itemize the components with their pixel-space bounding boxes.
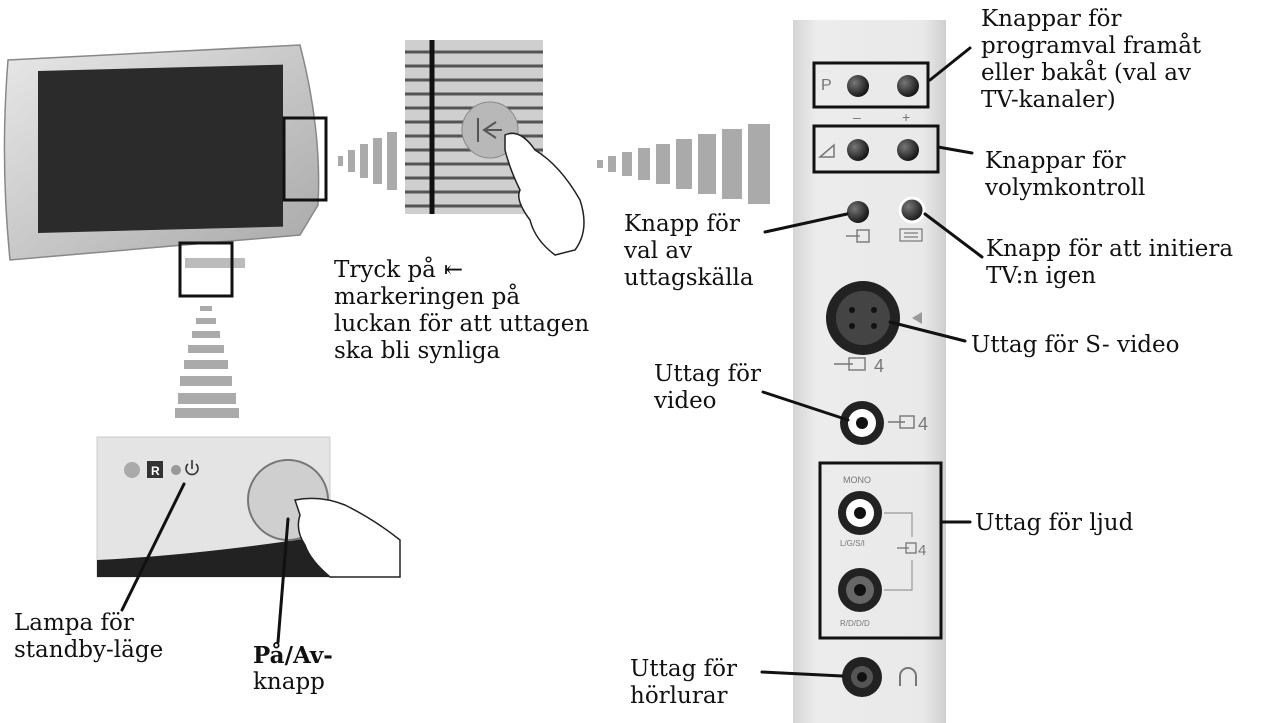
power-closeup: R — [96, 436, 401, 578]
svideo-input-number: 4 — [874, 356, 884, 376]
connector-panel: P – + 4 — [793, 20, 946, 723]
zoom-ray-door — [338, 132, 397, 190]
label-volume-buttons: Knappar för volymkontroll — [985, 148, 1146, 201]
svg-text:R: R — [151, 464, 160, 478]
volume-up-button[interactable] — [897, 139, 919, 161]
audio-input-icon — [897, 542, 917, 554]
minus-mark: – — [853, 109, 861, 125]
tv-front-button-highlight — [178, 241, 234, 298]
leader-lines — [120, 46, 984, 678]
headphones-icon — [899, 667, 917, 686]
tv-screen — [38, 64, 283, 234]
program-down-button[interactable] — [847, 75, 869, 97]
label-headphone-jack: Uttag för hörlurar — [630, 656, 737, 709]
label-audio-jacks: Uttag för ljud — [975, 510, 1134, 536]
remote-r-icon: R — [147, 461, 163, 478]
volume-ramp-icon — [817, 143, 835, 158]
audio-jacks-highlight — [818, 461, 943, 640]
mono-label: MONO — [843, 475, 871, 485]
program-up-button[interactable] — [897, 75, 919, 97]
open-door-arrow-icon: ⇤ — [443, 257, 464, 283]
audio-right-label: R/D/D/D — [840, 619, 870, 628]
volume-buttons-highlight — [812, 124, 940, 174]
reset-icon — [899, 228, 923, 242]
video-input-icon — [888, 415, 915, 429]
volume-down-button[interactable] — [847, 139, 869, 161]
audio-left-label: L/G/S/I — [840, 539, 865, 548]
reset-button[interactable] — [898, 196, 926, 224]
open-door-arrow-icon — [477, 118, 502, 142]
program-buttons-highlight — [812, 61, 930, 109]
standby-lamp — [171, 465, 181, 475]
program-letter: P — [821, 77, 832, 94]
zoom-ray-panel — [597, 124, 770, 204]
hand-pressing-power — [294, 497, 401, 578]
power-icon — [185, 460, 199, 476]
label-source-button: Knapp för val av uttagskälla — [624, 211, 754, 291]
label-reset-button: Knapp för att initiera TV:n igen — [986, 236, 1234, 289]
door-closeup — [405, 40, 585, 256]
plus-mark: + — [902, 109, 910, 125]
label-standby-lamp: Lampa för standby-läge — [14, 610, 164, 663]
label-channel-buttons: Knappar för programval framåt eller bakå… — [981, 6, 1202, 113]
label-power-button: På/Av- knapp — [253, 642, 333, 695]
label-video-jack: Uttag för video — [654, 361, 761, 414]
tv-set — [3, 44, 328, 298]
audio-input-number: 4 — [918, 542, 926, 559]
svideo-input-icon — [834, 357, 866, 371]
label-svideo-jack: Uttag för S- video — [971, 332, 1180, 358]
label-press-instruction: Tryck på⇤ markeringen på luckan för att … — [334, 257, 590, 364]
input-select-icon — [846, 229, 870, 243]
video-input-number: 4 — [918, 414, 928, 434]
hand-pressing-door — [504, 132, 585, 256]
tv-side-panel-highlight — [282, 116, 328, 202]
zoom-ray-power — [175, 306, 239, 418]
input-select-button[interactable] — [847, 201, 869, 223]
